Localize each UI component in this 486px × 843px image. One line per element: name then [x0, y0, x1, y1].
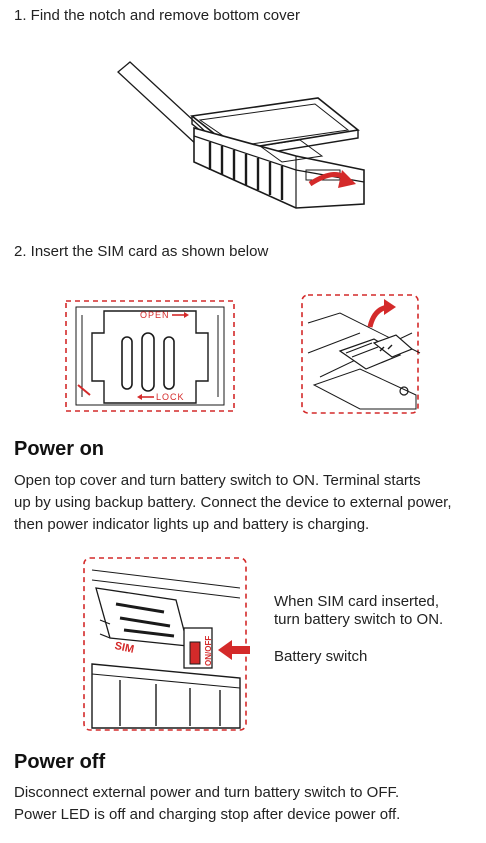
power-off-paragraph: Disconnect external power and turn batte…: [14, 782, 484, 826]
power-on-line-1: Open top cover and turn battery switch t…: [14, 472, 421, 489]
step-1-text: 1. Find the notch and remove bottom cove…: [14, 7, 300, 24]
sim-holder-illustration: [65, 300, 235, 412]
sim-inserted-note: When SIM card inserted, turn battery swi…: [274, 593, 443, 629]
open-label: OPEN: [140, 310, 170, 320]
step-2-text: 2. Insert the SIM card as shown below: [14, 243, 269, 260]
device-cover-illustration: [117, 61, 365, 209]
sim-inserted-line-1: When SIM card inserted,: [274, 593, 440, 610]
lock-label: LOCK: [156, 392, 185, 402]
sim-insert-illustration: [301, 294, 421, 414]
power-on-line-2: up by using backup battery. Connect the …: [14, 494, 452, 511]
power-on-heading: Power on: [14, 438, 105, 460]
power-off-line-2: Power LED is off and charging stop after…: [14, 806, 401, 823]
power-off-heading: Power off: [14, 751, 106, 773]
sim-inserted-line-2: turn battery switch to ON.: [274, 611, 444, 628]
power-on-paragraph: Open top cover and turn battery switch t…: [14, 470, 484, 536]
battery-switch-label: Battery switch: [274, 648, 368, 665]
power-off-line-1: Disconnect external power and turn batte…: [14, 784, 400, 801]
power-on-line-3: then power indicator lights up and batte…: [14, 516, 370, 533]
on-off-label: ON/OFF: [204, 635, 213, 666]
battery-switch-illustration: [83, 557, 250, 731]
